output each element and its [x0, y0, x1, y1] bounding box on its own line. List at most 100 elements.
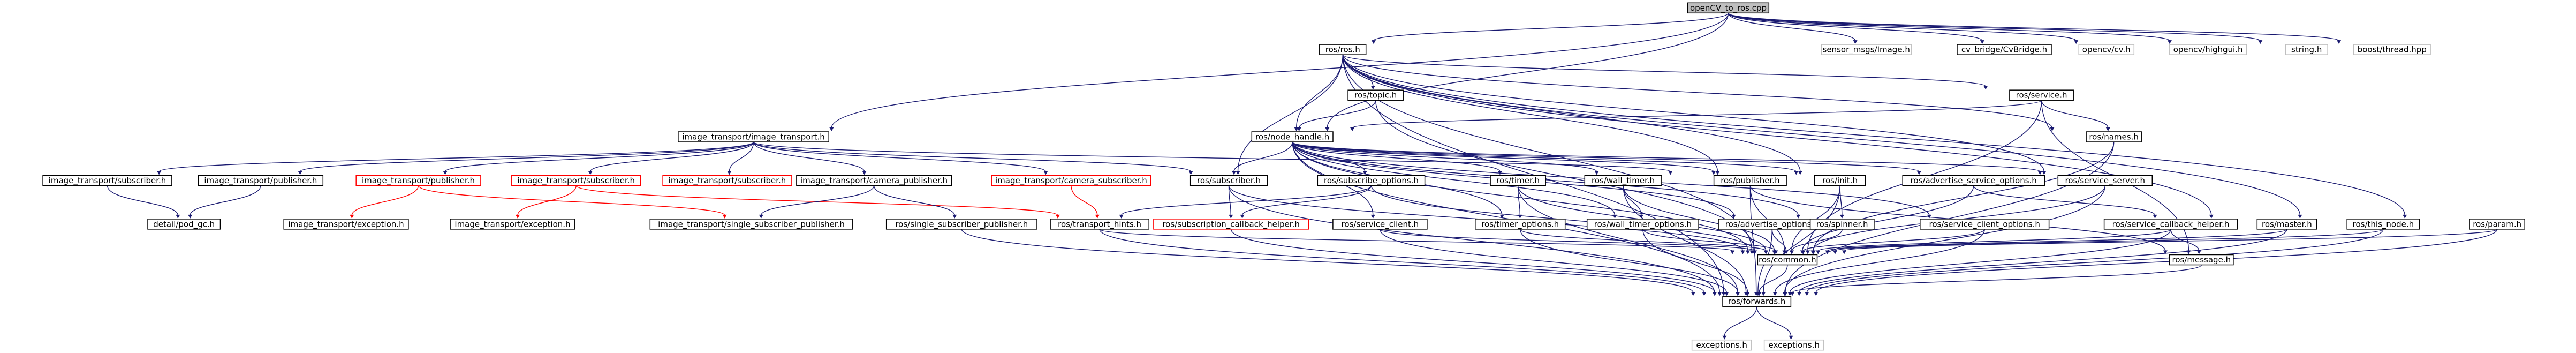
node-label: boost/thread.hpp: [2358, 45, 2427, 55]
node-label: ros/publisher.h: [1721, 176, 1779, 185]
graph-node[interactable]: exceptions.h: [1763, 339, 1824, 351]
graph-node[interactable]: ros/names.h: [2086, 131, 2142, 142]
graph-node[interactable]: cv_bridge/CvBridge.h: [1957, 44, 2052, 55]
dependency-edge: [1759, 265, 1788, 293]
graph-node[interactable]: ros/advertise_service_options.h: [1902, 175, 2045, 186]
edge-arrowhead: [1746, 250, 1750, 254]
edge-arrowhead: [1797, 292, 1801, 296]
edge-arrowhead: [1702, 292, 1707, 296]
edge-arrowhead: [1043, 171, 1048, 175]
dependency-edge: [1373, 12, 1729, 41]
edge-arrowhead: [1801, 250, 1806, 254]
edge-arrowhead: [2196, 250, 2201, 254]
node-label: ros/subscribe_options.h: [1324, 176, 1419, 186]
edge-arrowhead: [759, 214, 763, 219]
graph-node[interactable]: ros/subscribe_options.h: [1317, 175, 1426, 186]
graph-node[interactable]: ros/service.h: [2009, 89, 2074, 101]
graph-node[interactable]: ros/subscriber.h: [1189, 175, 1268, 186]
graph-node[interactable]: ros/wall_timer_options.h: [1586, 219, 1699, 230]
node-label: image_transport/camera_subscriber.h: [995, 176, 1147, 186]
graph-node[interactable]: ros/this_node.h: [2346, 219, 2420, 230]
edge-arrowhead: [1371, 40, 1376, 44]
graph-node[interactable]: ros/publisher.h: [1713, 175, 1787, 186]
graph-node[interactable]: ros/timer_options.h: [1475, 219, 1566, 230]
edge-arrowhead: [1782, 292, 1787, 296]
graph-node[interactable]: ros/forwards.h: [1722, 296, 1792, 307]
edge-arrowhead: [2337, 40, 2342, 44]
dependency-edge: [1292, 141, 2041, 172]
graph-node[interactable]: ros/service_client_options.h: [1920, 219, 2050, 230]
dependency-edge: [1642, 229, 1748, 293]
graph-node[interactable]: ros/wall_timer.h: [1584, 175, 1662, 186]
dependency-edge: [1292, 141, 1597, 172]
node-label: ros/subscription_callback_helper.h: [1162, 219, 1300, 229]
graph-node[interactable]: ros/spinner.h: [1809, 219, 1875, 230]
graph-node[interactable]: boost/thread.hpp: [2353, 44, 2431, 55]
graph-node[interactable]: ros/timer.h: [1490, 175, 1546, 186]
graph-node[interactable]: image_transport/exception.h: [283, 219, 409, 230]
graph-node[interactable]: ros/single_subscriber_publisher.h: [885, 219, 1037, 230]
node-box: [42, 175, 172, 186]
node-label: exceptions.h: [1696, 340, 1747, 350]
graph-node[interactable]: ros/service_client.h: [1332, 219, 1428, 230]
edge-arrowhead: [1724, 292, 1729, 296]
node-box: [1957, 44, 2052, 55]
graph-node[interactable]: openCV_to_ros.cpp: [1687, 2, 1770, 14]
edge-arrowhead: [1790, 250, 1794, 254]
graph-node[interactable]: ros/param.h: [2469, 219, 2525, 230]
graph-node[interactable]: opencv/cv.h: [2078, 44, 2135, 55]
dependency-edge: [1292, 141, 1797, 172]
graph-node[interactable]: ros/topic.h: [1347, 89, 1404, 101]
dependency-edge: [1749, 185, 1757, 293]
dependency-edge: [831, 13, 1729, 129]
edge-arrowhead: [350, 214, 354, 219]
graph-node[interactable]: ros/service_callback_helper.h: [2103, 219, 2238, 230]
node-label: opencv/highgui.h: [2173, 45, 2243, 55]
graph-node[interactable]: image_transport/subscriber.h: [511, 175, 641, 186]
graph-node[interactable]: ros/init.h: [1814, 175, 1866, 186]
node-label: cv_bridge/CvBridge.h: [1961, 45, 2047, 55]
dependency-edge: [1296, 55, 1343, 129]
graph-node[interactable]: image_transport/exception.h: [450, 219, 575, 230]
edge-arrowhead: [1784, 250, 1789, 254]
graph-node[interactable]: sensor_msgs/Image.h: [1821, 44, 1912, 55]
edge-arrowhead: [2403, 214, 2407, 219]
node-box: [147, 219, 221, 230]
graph-node[interactable]: image_transport/subscriber.h: [662, 175, 792, 186]
node-box: [1687, 2, 1770, 14]
dependency-edge: [1342, 54, 1986, 87]
graph-node[interactable]: opencv/highgui.h: [2169, 44, 2247, 55]
graph-node[interactable]: image_transport/single_subscriber_publis…: [649, 219, 853, 230]
graph-node[interactable]: ros/ros.h: [1319, 44, 1367, 55]
node-box: [198, 175, 324, 186]
dependency-edge: [1342, 55, 2405, 215]
graph-node[interactable]: image_transport/subscriber.h: [42, 175, 172, 186]
graph-node[interactable]: image_transport/publisher.h: [198, 175, 324, 186]
graph-node[interactable]: image_transport/camera_publisher.h: [796, 175, 952, 186]
graph-node[interactable]: image_transport/camera_subscriber.h: [991, 175, 1151, 186]
node-label: ros/timer_options.h: [1481, 219, 1559, 229]
dependency-edge: [1756, 306, 1792, 336]
graph-node[interactable]: ros/message.h: [2169, 254, 2234, 266]
graph-node[interactable]: ros/advertise_options.h: [1718, 219, 1827, 230]
graph-node[interactable]: image_transport/publisher.h: [355, 175, 481, 186]
edge-arrowhead: [1370, 86, 1375, 90]
graph-node[interactable]: image_transport/image_transport.h: [678, 131, 829, 142]
graph-node[interactable]: detail/pod_gc.h: [147, 219, 221, 230]
dependency-edge: [1728, 12, 2170, 41]
graph-node[interactable]: ros/node_handle.h: [1251, 131, 1334, 142]
dependency-edge: [107, 185, 178, 216]
graph-node[interactable]: ros/subscription_callback_helper.h: [1153, 219, 1309, 230]
graph-node[interactable]: ros/common.h: [1757, 254, 1818, 266]
dependency-edge: [1352, 100, 2042, 129]
node-box: [2086, 131, 2142, 142]
graph-node[interactable]: ros/transport_hints.h: [1050, 219, 1149, 230]
node-label: exceptions.h: [1768, 340, 1819, 350]
edge-arrowhead: [1794, 171, 1799, 175]
graph-node[interactable]: string.h: [2285, 44, 2328, 55]
graph-node[interactable]: ros/service_server.h: [2057, 175, 2153, 186]
graph-node[interactable]: exceptions.h: [1691, 339, 1752, 351]
graph-node[interactable]: ros/master.h: [2256, 219, 2317, 230]
node-label: ros/names.h: [2089, 132, 2139, 142]
